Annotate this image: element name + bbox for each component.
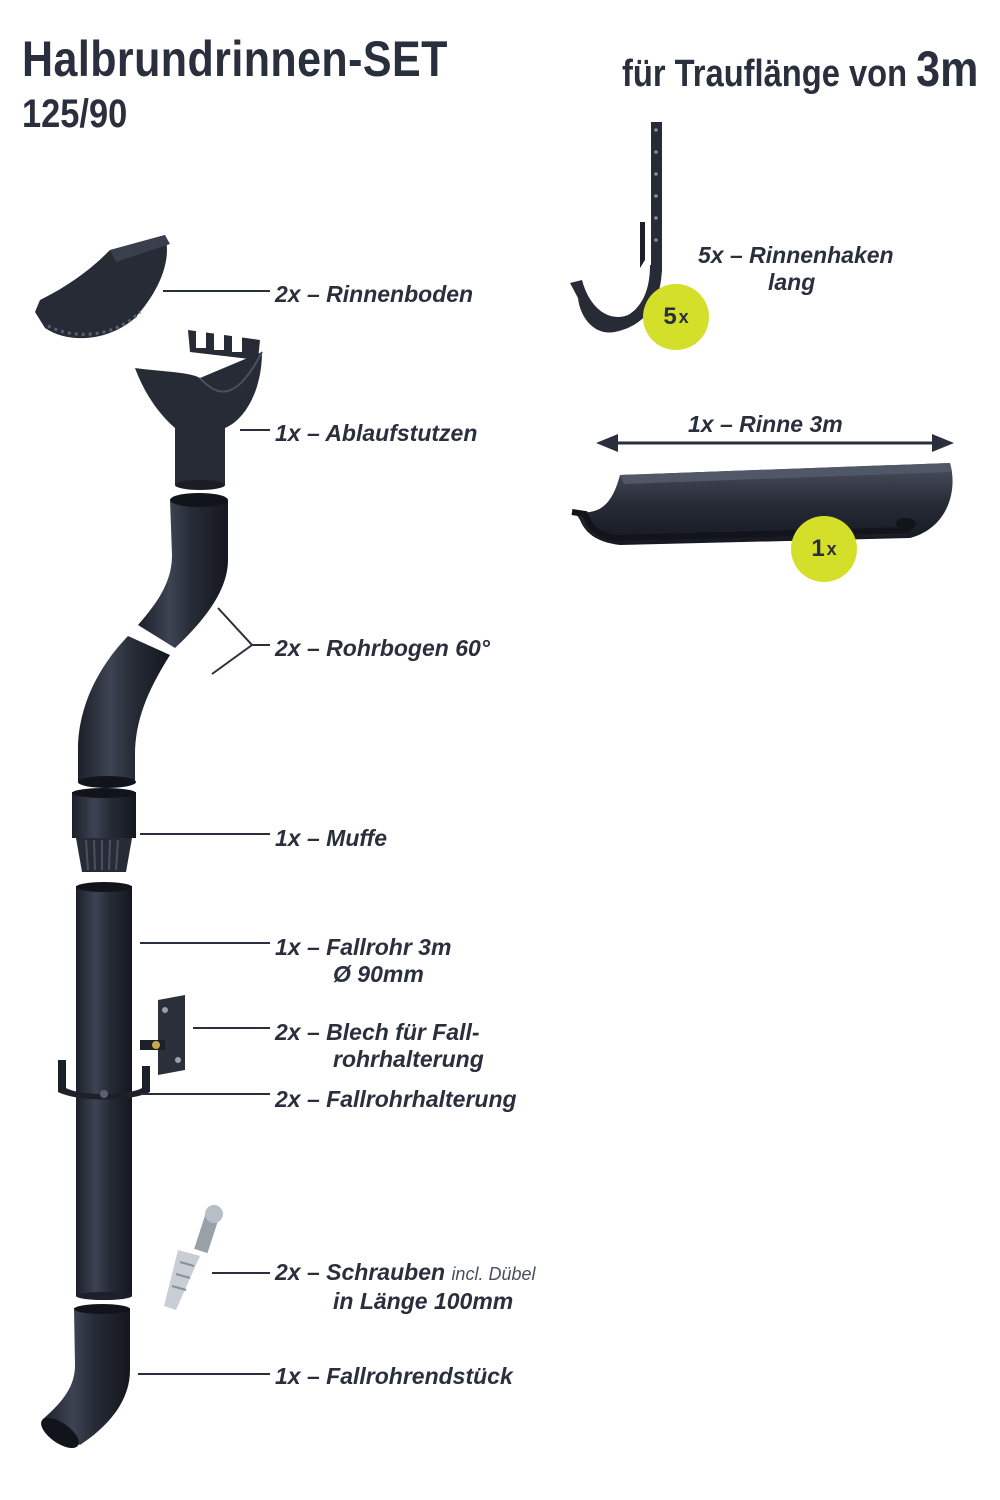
leader-lines xyxy=(138,290,270,1375)
pipe-bend-lower-icon xyxy=(78,636,170,788)
label-gutter-hook: 5x – Rinnenhaken lang xyxy=(698,242,894,295)
mounting-plate-icon xyxy=(140,995,185,1075)
gutter-icon xyxy=(571,463,953,545)
label-end-cap: 2x – Rinnenboden xyxy=(275,281,474,307)
length-arrow xyxy=(596,434,954,452)
page-title: Halbrundrinnen-SET xyxy=(22,31,448,87)
label-end-piece: 1x – Fallrohrendstück xyxy=(275,1363,513,1389)
page-subtitle: 125/90 xyxy=(22,92,128,136)
pipe-clamp-icon xyxy=(58,1060,150,1100)
label-gutter: 1x – Rinne 3m xyxy=(688,411,843,437)
eave-length-prefix: für Trauflänge von xyxy=(621,53,907,95)
pipe-bend-upper-icon xyxy=(138,493,228,648)
label-downpipe: 1x – Fallrohr 3m Ø 90mm xyxy=(275,934,452,987)
outlet-icon xyxy=(135,328,263,490)
gutter-end-cap-icon xyxy=(35,235,170,339)
pipe-end-piece-icon xyxy=(41,1304,130,1449)
label-pipe-clamp: 2x – Fallrohrhalterung xyxy=(275,1086,517,1112)
label-outlet: 1x – Ablaufstutzen xyxy=(275,420,478,446)
label-mounting-plate: 2x – Blech für Fall- rohrhalterung xyxy=(275,1019,484,1072)
eave-length-heading: für Trauflänge von 3m xyxy=(622,40,978,98)
label-socket: 1x – Muffe xyxy=(275,825,388,851)
downpipe-icon xyxy=(76,882,132,1300)
socket-icon xyxy=(72,788,136,872)
screw-anchor-icon xyxy=(164,1205,223,1310)
label-screws: 2x – Schrauben incl. Dübel in Länge 100m… xyxy=(275,1259,536,1314)
label-pipe-bend: 2x – Rohrbogen 60° xyxy=(275,635,490,661)
gutter-hook-icon xyxy=(570,122,662,333)
eave-length-value: 3m xyxy=(915,41,978,97)
